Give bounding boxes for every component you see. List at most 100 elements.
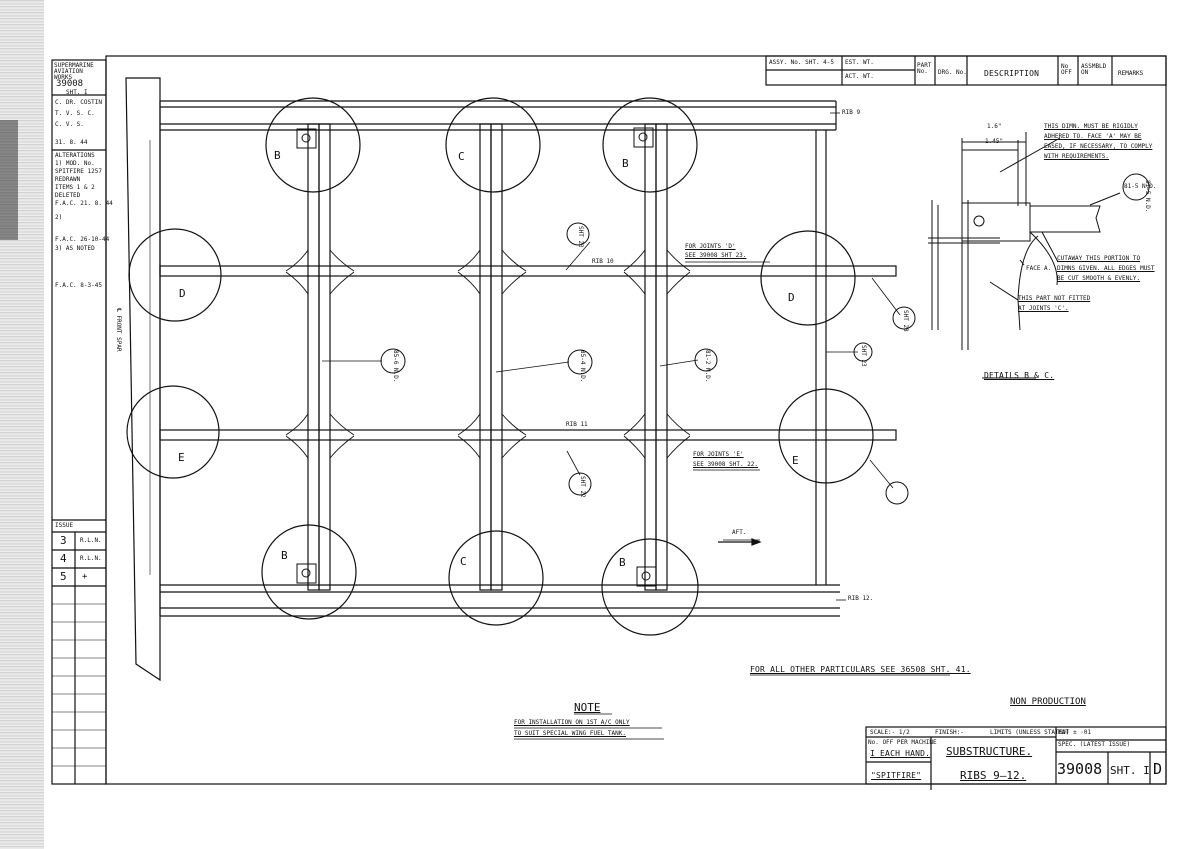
- company-header: SUPERMARINE AVIATION WORKS: [54, 62, 94, 81]
- part-no: PART No.: [917, 62, 932, 75]
- left-line-2: T. V. S. C.: [55, 110, 95, 117]
- not-fitted-note-1: THIS PART NOT FITTED: [1018, 295, 1091, 302]
- alteration-5: DELETED: [55, 192, 81, 199]
- alteration-6: F.A.C. 21. 8. 44: [55, 200, 113, 207]
- rib-11: [159, 429, 897, 441]
- scan-smudge: [0, 120, 18, 240]
- circle-b-bottom-right: B: [619, 556, 626, 569]
- left-line-4: 31. 8. 44: [55, 139, 88, 146]
- description-ribs: RIBS 9—12.: [960, 769, 1027, 782]
- bottom-title-block: [865, 726, 1167, 785]
- part-label-81-2: 81-2 N.D.: [704, 350, 711, 383]
- no-off-per-machine: No. OFF PER MACHINE: [868, 739, 937, 746]
- title-issue-letter: D: [1153, 760, 1163, 778]
- alteration-4: ITEMS 1 & 2: [55, 184, 95, 191]
- joint-d-note-1: FOR JOINTS 'D': [685, 243, 736, 250]
- description-substructure: SUBSTRUCTURE.: [946, 745, 1033, 758]
- alterations-title: ALTERATIONS: [55, 152, 95, 159]
- other-particulars-note: FOR ALL OTHER PARTICULARS SEE 36508 SHT.…: [750, 665, 971, 674]
- each-hand: I EACH HAND.: [870, 749, 931, 758]
- detail-note-top-3: EASED, IF NECESSARY, TO COMPLY: [1044, 143, 1153, 150]
- left-line-3: C. V. S.: [55, 121, 84, 128]
- rib-11-label: RIB 11: [566, 421, 588, 428]
- circle-c-top: C: [458, 150, 465, 163]
- non-production-label: NON PRODUCTION: [1010, 697, 1086, 707]
- issue-no-3: 5: [60, 570, 67, 583]
- note-line-2: TO SUIT SPECIAL WING FUEL TANK.: [514, 730, 626, 737]
- aft-label: AFT.: [732, 529, 747, 536]
- alteration-8: F.A.C. 26-10-44: [55, 236, 110, 243]
- scale-label: SCALE:- 1/2: [870, 729, 910, 736]
- left-column-frame: [51, 59, 107, 785]
- est-wt: EST. WT.: [845, 59, 874, 66]
- cutaway-note-1: CUTAWAY THIS PORTION TO: [1057, 255, 1141, 262]
- part-label-85-6: 85-6 N.D.: [392, 350, 399, 383]
- alteration-7: 2): [55, 214, 63, 221]
- border-frame: [105, 55, 1167, 785]
- act-wt: ACT. WT.: [845, 73, 874, 80]
- alteration-9: 3) AS NOTED: [55, 245, 95, 252]
- alteration-2: SPITFIRE 1257: [55, 168, 102, 175]
- sht-ref-23-right: SHT 23: [860, 345, 867, 367]
- left-drawing-no: 39008: [56, 79, 84, 89]
- circle-c-bottom: C: [460, 555, 467, 568]
- note-line-1: FOR INSTALLATION ON 1ST A/C ONLY: [514, 719, 630, 726]
- rib-9: [159, 100, 837, 131]
- title-sheet: SHT. I: [1110, 764, 1150, 777]
- detail-note-top-2: ADHERED TO. FACE 'A' MAY BE: [1044, 133, 1142, 140]
- front-spar: [125, 77, 161, 682]
- detail-dim-2: 1.45": [985, 138, 1004, 145]
- alteration-3: REDRAWN: [55, 176, 81, 183]
- cutaway-note-3: BE CUT SMOOTH & EVENLY.: [1057, 275, 1141, 282]
- front-spar-label: ℄ FRONT SPAR: [115, 308, 122, 352]
- rib-9-label: RIB 9: [842, 109, 861, 116]
- circle-b-bottom-left: B: [281, 549, 288, 562]
- no-off: No OFF: [1061, 63, 1072, 76]
- circle-d-right: D: [788, 291, 795, 304]
- description-header: DESCRIPTION: [984, 69, 1040, 78]
- joint-d-note-2: SEE 39008 SHT 23.: [685, 252, 747, 259]
- assy-no: ASSY. No. SHT. 4-5: [769, 59, 835, 66]
- circle-e-left: E: [178, 451, 185, 464]
- circle-b-top-right: B: [622, 157, 629, 170]
- vertical-members: [307, 123, 668, 591]
- issue-by-2: R.L.N.: [80, 555, 102, 562]
- sht-ref-23-top: SHT 23: [577, 226, 584, 248]
- sht-ref-28: SHT 28: [902, 310, 909, 332]
- remarks-header: REMARKS: [1118, 70, 1144, 77]
- issue-no-2: 4: [60, 552, 67, 565]
- issue-by-1: R.L.N.: [80, 537, 102, 544]
- left-line-1: C. DR. COSTIN: [55, 99, 102, 106]
- mat-label: MAT: [1058, 729, 1069, 736]
- joint-e-note-2: SEE 39008 SHT. 22.: [693, 461, 759, 468]
- alteration-1: 1) MOD. No.: [55, 160, 95, 167]
- title-drawing-no: 39008: [1057, 760, 1103, 778]
- issue-by-3: +: [82, 572, 88, 582]
- rib-10-label: RIB 10: [592, 258, 614, 265]
- face-a-label: FACE A.: [1026, 265, 1052, 272]
- rib-12-label: RIB 12.: [848, 595, 874, 602]
- finish-label: FINISH:-: [935, 729, 964, 736]
- circle-d-left: D: [179, 287, 186, 300]
- detail-note-top-4: WITH REQUIREMENTS.: [1044, 153, 1110, 160]
- rib-10: [159, 265, 897, 277]
- spec-label: SPEC. (LATEST ISSUE): [1058, 741, 1131, 748]
- detail-b-c-sketch: [928, 132, 1121, 379]
- detail-ref: 81-5 N.D.: [1124, 183, 1157, 190]
- circle-b-top-left: B: [274, 149, 281, 162]
- left-sheet: SHT. I: [66, 89, 88, 96]
- sht-ref-22: SHT 22: [579, 476, 586, 498]
- joint-e-note-1: FOR JOINTS 'E': [693, 451, 744, 458]
- detail-circles: [126, 97, 874, 636]
- issue-no-1: 3: [60, 534, 67, 547]
- details-title: DETAILS B & C.: [984, 371, 1055, 380]
- issue-label: ISSUE: [55, 522, 74, 529]
- spitfire-label: "SPITFIRE": [871, 771, 922, 780]
- assmbld-on: ASSMBLD ON: [1081, 63, 1107, 76]
- cutaway-note-2: DIMNS GIVEN. ALL EDGES MUST: [1057, 265, 1155, 272]
- part-label-85-4: 85-4 N.D.: [579, 350, 586, 383]
- limits-label: LIMITS (UNLESS STATED) ± ·01: [990, 729, 1092, 736]
- not-fitted-note-2: AT JOINTS 'C'.: [1018, 305, 1069, 312]
